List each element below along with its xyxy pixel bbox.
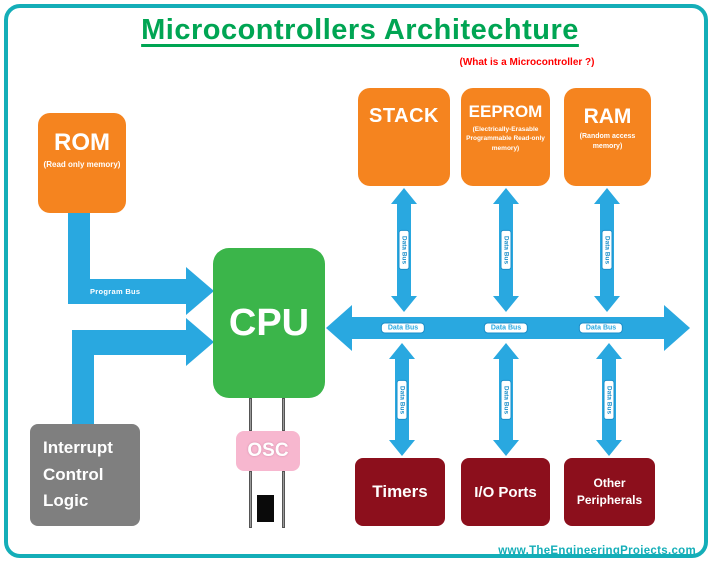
io-ports-block: I/O Ports xyxy=(461,458,550,526)
ram-block: RAM (Random access memory) xyxy=(564,88,651,186)
data-bus-label: Data Bus xyxy=(578,322,624,334)
arrow-down-icon xyxy=(594,296,620,312)
rom-block: ROM (Read only memory) xyxy=(38,113,126,213)
stack-data-bus-arrow: Data Bus xyxy=(391,188,417,312)
other-peripherals-data-bus-arrow: Data Bus xyxy=(596,343,622,456)
osc-wire xyxy=(249,398,252,431)
eeprom-label: EEPROM xyxy=(468,102,543,121)
timers-label: Timers xyxy=(372,482,428,501)
page-title: Microcontrollers Architechture xyxy=(141,14,579,46)
osc-wire xyxy=(282,398,285,431)
arrow-down-icon xyxy=(493,440,519,456)
cpu-block: CPU xyxy=(213,248,325,398)
data-bus-left-arrowhead-icon xyxy=(326,305,352,351)
arrow-down-icon xyxy=(596,440,622,456)
program-bus-label: Program Bus xyxy=(90,287,141,296)
arrow-up-icon xyxy=(389,343,415,359)
watermark: www.TheEngineeringProjects.com xyxy=(498,545,696,557)
program-bus-horizontal-segment xyxy=(68,279,186,304)
data-bus-right-arrowhead-icon xyxy=(664,305,690,351)
interrupt-bus-arrowhead-icon xyxy=(186,318,214,366)
other-peripherals-block: Other Peripherals xyxy=(564,458,655,526)
program-bus-arrowhead-icon xyxy=(186,267,214,315)
io-ports-label: I/O Ports xyxy=(474,483,537,501)
crystal-icon xyxy=(257,495,274,522)
ram-data-bus-arrow: Data Bus xyxy=(594,188,620,312)
interrupt-control-logic-block: Interrupt Control Logic xyxy=(30,424,140,526)
page-subtitle: (What is a Microcontroller ?) xyxy=(459,57,595,68)
arrow-up-icon xyxy=(493,343,519,359)
crystal-wire xyxy=(249,471,252,528)
rom-label: ROM xyxy=(54,129,110,156)
arrow-up-icon xyxy=(391,188,417,204)
arrow-down-icon xyxy=(391,296,417,312)
arrow-up-icon xyxy=(594,188,620,204)
eeprom-sublabel: (Electrically-Erasable Programmable Read… xyxy=(466,126,545,152)
data-bus-label: Data Bus xyxy=(396,379,408,420)
eeprom-block: EEPROM (Electrically-Erasable Programmab… xyxy=(461,88,550,186)
data-bus-label: Data Bus xyxy=(601,229,613,271)
arrow-up-icon xyxy=(493,188,519,204)
other-peripherals-label: Other Peripherals xyxy=(576,476,643,507)
interrupt-bus-horizontal-segment xyxy=(72,330,186,355)
interrupt-control-logic-label: Interrupt Control Logic xyxy=(43,438,113,511)
cpu-label: CPU xyxy=(228,301,310,344)
stack-block: STACK xyxy=(358,88,450,186)
osc-label: OSC xyxy=(247,440,289,461)
eeprom-data-bus-arrow: Data Bus xyxy=(493,188,519,312)
data-bus-label: Data Bus xyxy=(500,229,512,271)
timers-block: Timers xyxy=(355,458,445,526)
data-bus-label: Data Bus xyxy=(380,322,426,334)
io-ports-data-bus-arrow: Data Bus xyxy=(493,343,519,456)
arrow-up-icon xyxy=(596,343,622,359)
osc-block: OSC xyxy=(236,431,300,471)
ram-label: RAM xyxy=(583,105,632,128)
data-bus-label: Data Bus xyxy=(398,229,410,271)
arrow-down-icon xyxy=(493,296,519,312)
rom-sublabel: (Read only memory) xyxy=(43,160,121,169)
ram-sublabel: (Random access memory) xyxy=(579,133,636,151)
arrow-down-icon xyxy=(389,440,415,456)
data-bus-label: Data Bus xyxy=(483,322,529,334)
timers-data-bus-arrow: Data Bus xyxy=(389,343,415,456)
stack-label: STACK xyxy=(369,105,439,127)
crystal-wire xyxy=(282,471,285,528)
data-bus-label: Data Bus xyxy=(500,379,512,420)
frame-border xyxy=(4,4,708,558)
data-bus-label: Data Bus xyxy=(603,379,615,420)
